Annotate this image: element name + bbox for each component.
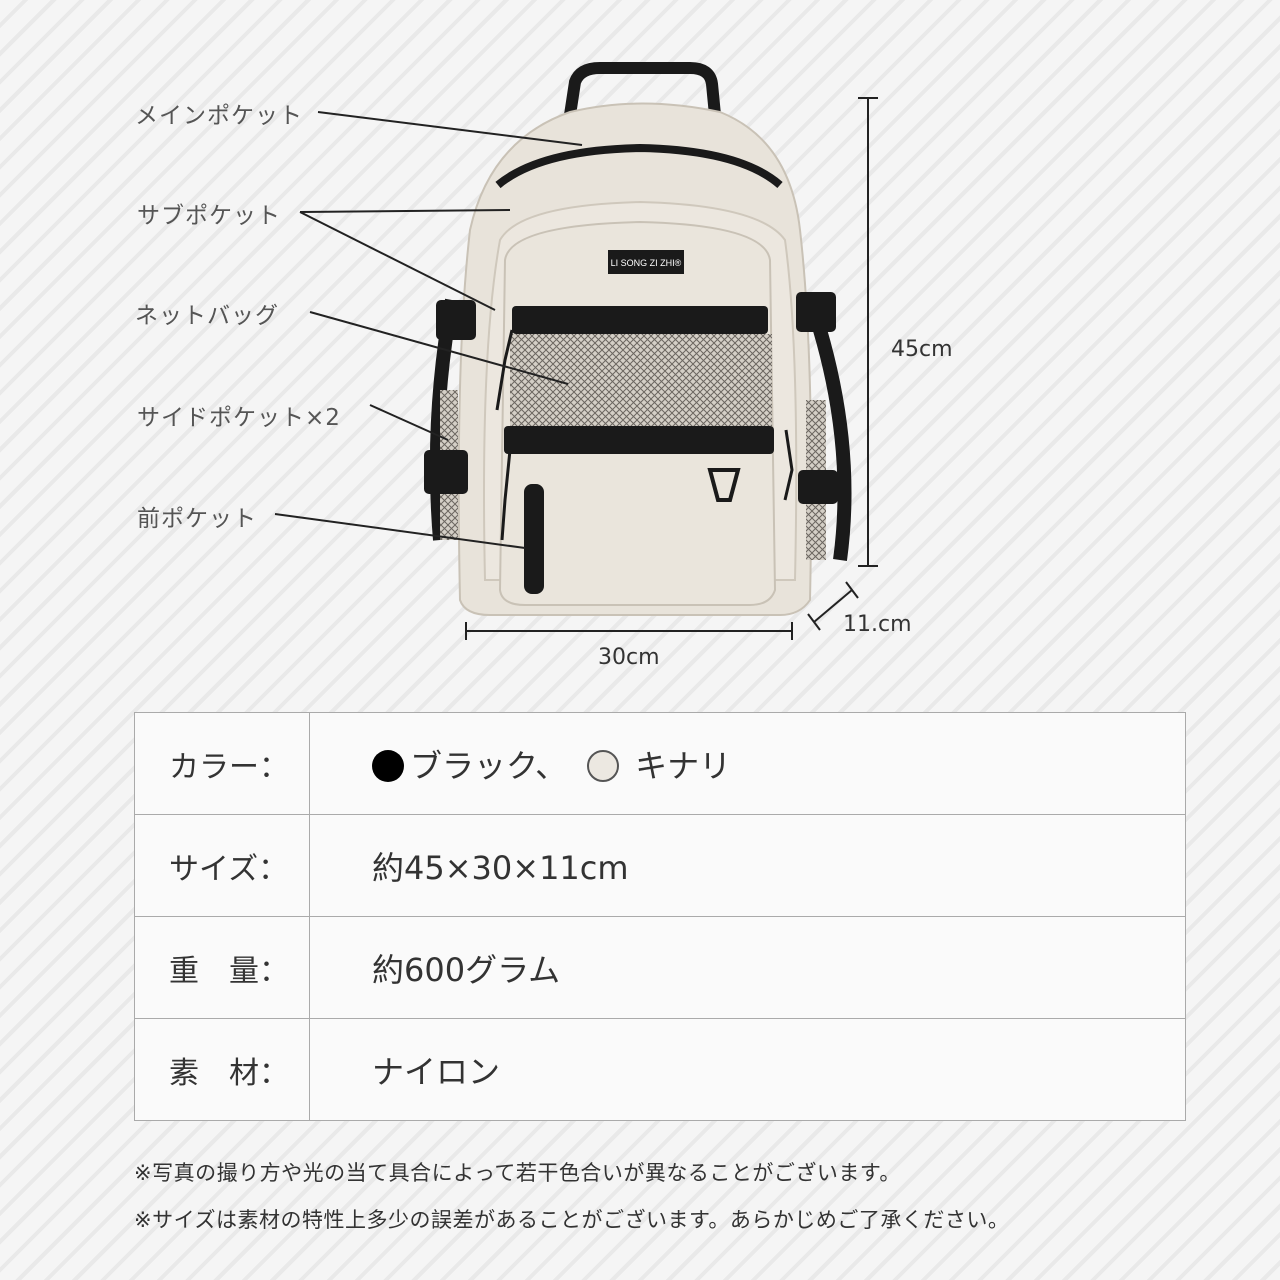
depth-dimension-label: 11.cm bbox=[843, 612, 912, 637]
callout-line-net-bag bbox=[309, 311, 569, 385]
spec-row-material: 素 材： ナイロン bbox=[134, 1018, 1186, 1121]
callout-line-main-pocket bbox=[317, 111, 583, 146]
spec-label-color: カラー： bbox=[134, 712, 310, 815]
spec-label-weight: 重 量： bbox=[134, 916, 310, 1019]
net-bottom-zipper bbox=[504, 426, 774, 454]
right-lower-buckle bbox=[798, 470, 838, 504]
note-size-disclaimer: ※サイズは素材の特性上多少の誤差があることがございます。あらかじめご了承ください… bbox=[134, 1208, 1010, 1232]
right-upper-buckle bbox=[796, 292, 836, 332]
callout-line-sub-pocket-a bbox=[299, 209, 511, 213]
width-dimension-label: 30cm bbox=[598, 645, 660, 670]
left-lower-buckle bbox=[424, 450, 468, 494]
spec-row-weight: 重 量： 約600グラム bbox=[134, 916, 1186, 1019]
note-color-disclaimer: ※写真の撮り方や光の当て具合によって若干色合いが異なることがございます。 bbox=[134, 1161, 901, 1185]
brand-tag bbox=[608, 250, 684, 274]
black-swatch-icon bbox=[372, 749, 404, 782]
backpack-handle bbox=[564, 62, 721, 116]
spec-value-weight: 約600グラム bbox=[309, 916, 1186, 1019]
ivory-swatch-icon bbox=[587, 749, 620, 782]
spec-value-size: 約45×30×11cm bbox=[309, 814, 1186, 917]
callout-side-pocket: サイドポケット×2 bbox=[137, 405, 341, 431]
front-pocket-zipper bbox=[524, 484, 544, 594]
spec-value-material: ナイロン bbox=[309, 1018, 1186, 1121]
zipper-pull-left bbox=[495, 329, 514, 411]
callout-line-side-pocket bbox=[369, 404, 449, 441]
spec-value-color: ブラック、 キナリ bbox=[309, 712, 1186, 815]
spec-label-size: サイズ： bbox=[134, 814, 310, 917]
zipper-pull-right bbox=[783, 429, 794, 501]
brand-tag-text: LI SONG ZI ZHI® bbox=[611, 258, 682, 268]
callout-line-sub-pocket-b bbox=[299, 211, 496, 311]
color-black-name: ブラック、 bbox=[410, 746, 568, 785]
net-top-zipper bbox=[512, 306, 768, 334]
callout-sub-pocket: サブポケット bbox=[137, 203, 281, 229]
callout-line-front-pocket bbox=[274, 513, 526, 549]
spec-row-size: サイズ： 約45×30×11cm bbox=[134, 814, 1186, 917]
zipper-pull-lower bbox=[500, 449, 512, 541]
depth-dimension-line bbox=[813, 589, 853, 623]
callout-front-pocket: 前ポケット bbox=[137, 506, 257, 532]
depth-cap-b bbox=[845, 581, 859, 599]
callout-main-pocket: メインポケット bbox=[135, 103, 303, 129]
backpack-illustration: LI SONG ZI ZHI® bbox=[274, 62, 878, 640]
spec-label-material: 素 材： bbox=[134, 1018, 310, 1121]
spec-row-color: カラー： ブラック、 キナリ bbox=[134, 712, 1186, 815]
depth-cap-a bbox=[807, 613, 821, 631]
mesh-net bbox=[510, 334, 772, 426]
callout-net-bag: ネットバッグ bbox=[135, 303, 279, 329]
main-zipper bbox=[495, 143, 783, 189]
left-upper-buckle bbox=[436, 300, 476, 340]
height-dimension-label: 45cm bbox=[891, 337, 953, 362]
color-ivory-name: キナリ bbox=[635, 746, 732, 785]
right-strap bbox=[813, 328, 852, 561]
spec-table: カラー： ブラック、 キナリ サイズ： 約45×30×11cm 重 量： 約600… bbox=[134, 712, 1186, 1121]
d-ring bbox=[707, 468, 741, 502]
